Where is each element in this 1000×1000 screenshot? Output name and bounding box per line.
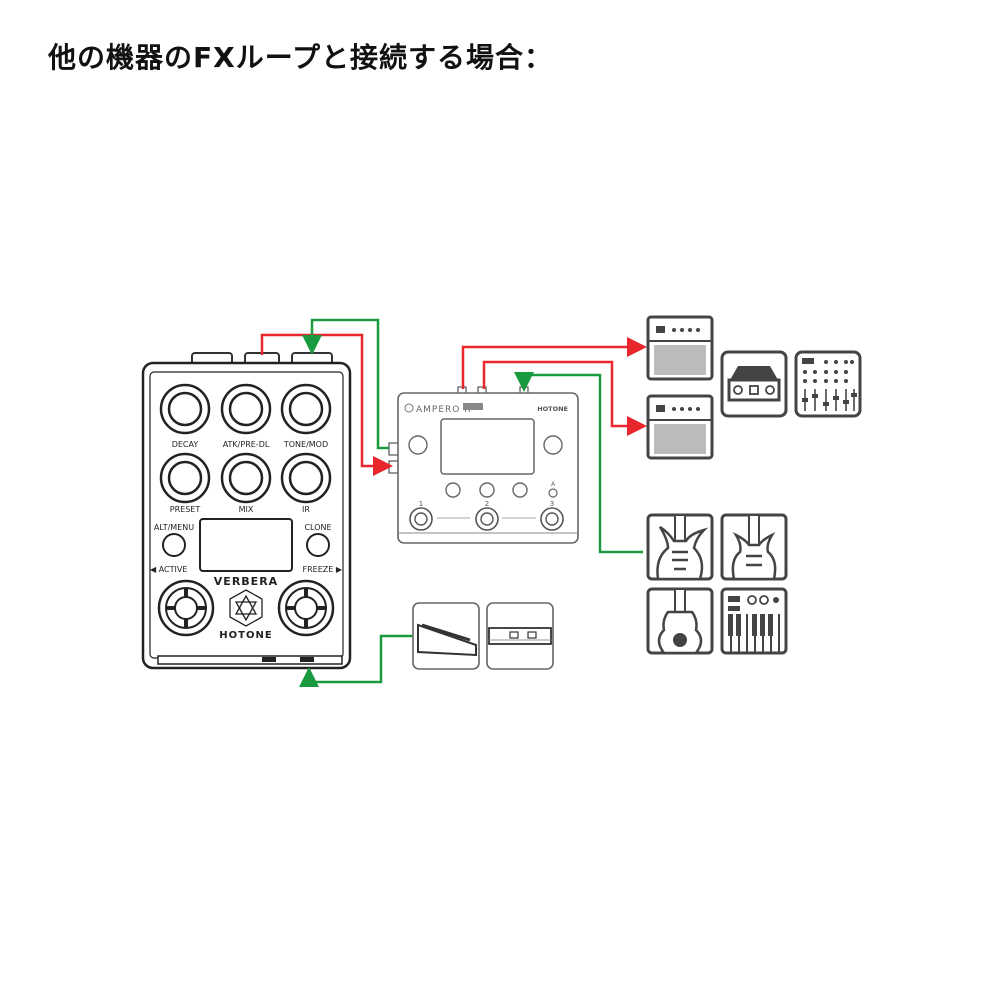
ampero-brand: AMPERO II: [416, 405, 472, 415]
ampero-button-2[interactable]: [479, 482, 495, 498]
cable-green-expression-to-verbera: [299, 634, 413, 687]
ampero-maker: HOTONE: [537, 405, 568, 413]
knob-label-ir: IR: [302, 505, 310, 514]
verbera-pedal: DECAY ATK/PRE-DL TONE/MOD PRESET MIX IR …: [141, 352, 352, 670]
ampero-screen: [440, 418, 535, 475]
cable-red-verbera-to-ampero: [260, 333, 393, 476]
knob-label-atk: ATK/PRE-DL: [223, 440, 270, 449]
bass-guitar-icon: [720, 513, 788, 581]
cable-green-ampero-to-verbera: [302, 318, 389, 450]
knob-mix[interactable]: [220, 452, 272, 504]
knob-decay[interactable]: [159, 383, 211, 435]
footswitch-number-2: 2: [485, 500, 489, 508]
alt-menu-button[interactable]: [162, 533, 186, 557]
ampero-footswitch-1[interactable]: [409, 507, 433, 531]
ampero-button-3[interactable]: [512, 482, 528, 498]
knob-tone-mod[interactable]: [280, 383, 332, 435]
cables: [260, 318, 647, 687]
cable-red-to-amp-1: [461, 337, 647, 389]
cable-red-to-amp-2: [482, 360, 647, 436]
page-title: 他の機器のFXループと接続する場合：: [48, 41, 554, 74]
mixer-icon: [794, 350, 862, 418]
footswitch-freeze[interactable]: [277, 579, 335, 637]
verbera-logo-icon: [229, 589, 263, 627]
ampero-knob-right[interactable]: [543, 435, 563, 455]
verbera-brand: VERBERA: [214, 575, 278, 588]
electric-guitar-icon: [646, 513, 714, 581]
knob-label-tone: TONE/MOD: [283, 440, 328, 449]
amplifier-icon: [646, 394, 714, 460]
ampero-footswitch-2[interactable]: [475, 507, 499, 531]
knob-label-decay: DECAY: [172, 440, 199, 449]
clone-button[interactable]: [306, 533, 330, 557]
alt-menu-label: ALT/MENU: [154, 523, 194, 532]
clone-label: CLONE: [304, 523, 331, 532]
knob-ir[interactable]: [280, 452, 332, 504]
verbera-maker: HOTONE: [219, 630, 272, 641]
knob-label-preset: PRESET: [170, 505, 201, 514]
amplifier-icon: [646, 315, 714, 381]
knob-label-mix: MIX: [239, 505, 254, 514]
audio-interface-icon: [720, 350, 788, 418]
expression-pedal-icon: [486, 602, 554, 670]
ampero-footswitch-3[interactable]: [540, 507, 564, 531]
ampero-small-button[interactable]: [548, 488, 558, 498]
footswitch-active[interactable]: [157, 579, 215, 637]
ampero-button-1[interactable]: [445, 482, 461, 498]
verbera-display: [199, 518, 293, 572]
expression-pedal-icon: [412, 602, 480, 670]
cable-green-instrument-to-ampero: [514, 372, 643, 554]
acoustic-guitar-icon: [646, 587, 714, 655]
ampero-unit: AMPERO II HOTONE A 1 2 3: [388, 386, 579, 544]
synthesizer-icon: [720, 587, 788, 655]
footswitch-number-1: 1: [419, 500, 423, 508]
ampero-small-button-label: A: [551, 481, 556, 488]
knob-preset[interactable]: [159, 452, 211, 504]
footswitch-number-3: 3: [550, 500, 554, 508]
active-label: ◀ ACTIVE: [150, 565, 187, 574]
ampero-knob-left[interactable]: [408, 435, 428, 455]
freeze-label: FREEZE ▶: [303, 565, 343, 574]
knob-atk-pre-dl[interactable]: [220, 383, 272, 435]
